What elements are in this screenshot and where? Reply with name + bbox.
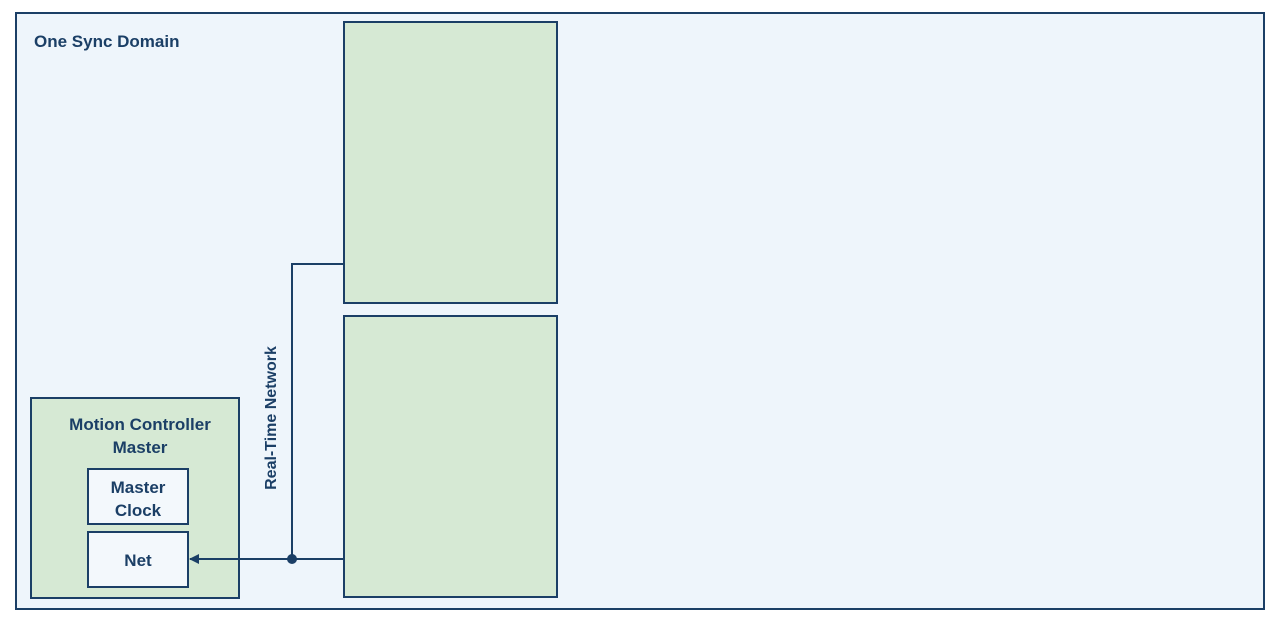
- master-clock-box: [87, 468, 189, 525]
- master-clock-line2: Clock: [115, 501, 162, 520]
- node-group-2: Network Controller Slave Node 1 Motor Co…: [343, 315, 558, 598]
- master-net-box: [87, 531, 189, 588]
- master-title-line1: Motion Controller: [69, 415, 211, 434]
- master-title-line2: Master: [113, 438, 168, 457]
- network-label: Real-Time Network: [263, 346, 280, 490]
- network-controller-panel: Network Controller Slave Node 1 Motor Co…: [343, 21, 558, 304]
- master-net-label: Net: [124, 551, 152, 570]
- node-group-1: Network Controller Slave Node 1 Motor Co…: [343, 21, 558, 304]
- sync-domain-label: One Sync Domain: [34, 32, 179, 51]
- motion-controller-master: Motion Controller Master Master Clock Ne…: [30, 397, 240, 599]
- network-controller-panel: Network Controller Slave Node 1 Motor Co…: [343, 315, 558, 598]
- master-clock-line1: Master: [111, 478, 166, 497]
